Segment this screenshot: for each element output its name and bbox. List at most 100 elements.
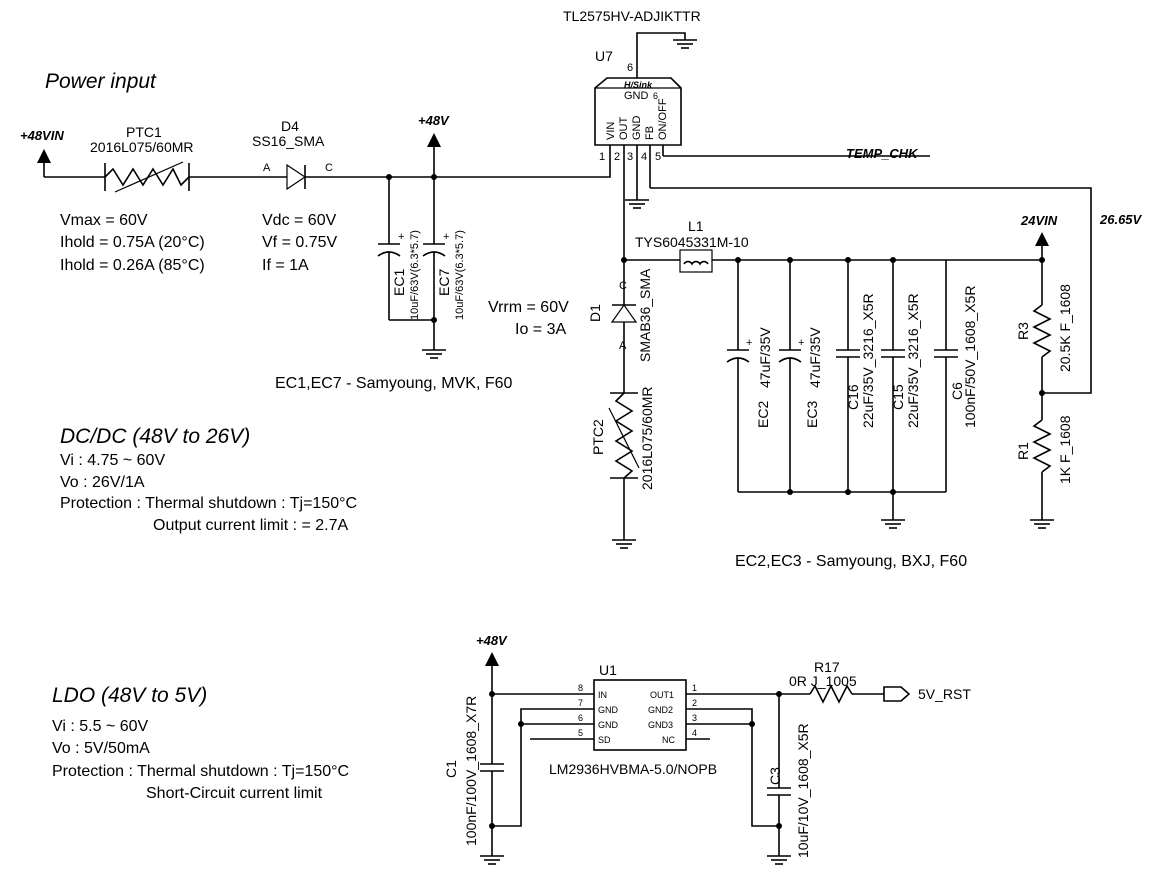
c15-value: 22uF/35V_3216_X5R <box>905 293 921 428</box>
ldo-note-vi: Vi : 5.5 ~ 60V <box>52 718 149 735</box>
d4-spec-if: If = 1A <box>262 257 309 274</box>
u1-pin-6-num: 6 <box>578 713 583 723</box>
net-label-48vin: +48VIN <box>20 128 64 143</box>
net-label-26v: 26.65V <box>1099 212 1143 227</box>
dcdc-note-vo: Vo : 26V/1A <box>60 474 145 491</box>
u7-pin-gnd: GND <box>631 116 643 141</box>
r17-value: 0R J_1005 <box>789 673 857 689</box>
d1-spec-vrrm: Vrrm = 60V <box>488 299 569 316</box>
ec7-plus: + <box>443 231 449 243</box>
r17-ref: R17 <box>814 659 840 675</box>
ground-c1 <box>480 855 504 865</box>
ptc1-spec-ihold-20: Ihold = 0.75A (20°C) <box>60 234 205 251</box>
ec3-plus: + <box>798 337 804 349</box>
c1-ref: C1 <box>443 760 459 778</box>
c16-capacitor <box>836 260 860 492</box>
c6-ref: C6 <box>949 382 965 400</box>
d4-ref: D4 <box>281 118 299 134</box>
d1-value: SMAB36_SMA <box>637 268 653 362</box>
u1-pin-gnd6: GND <box>598 720 619 730</box>
u1-pin-7-num: 7 <box>578 698 583 708</box>
u1-pin-5-num: 5 <box>578 728 583 738</box>
u7-ref: U7 <box>595 48 613 64</box>
ptc1-spec-ihold-85: Ihold = 0.26A (85°C) <box>60 257 205 274</box>
d4-value: SS16_SMA <box>252 133 325 149</box>
ground-output-caps <box>881 519 905 529</box>
c15-ref: C15 <box>890 384 906 410</box>
c3-value: 10uF/10V_1608_X5R <box>795 723 811 858</box>
u1-ref: U1 <box>599 662 617 678</box>
dcdc-note-protection: Protection : Thermal shutdown : Tj=150°C <box>60 495 357 512</box>
c6-value: 100nF/50V_1608_X5R <box>962 286 978 428</box>
u7-pin-2-num: 2 <box>614 151 620 163</box>
ground-ptc2 <box>612 539 636 549</box>
u1-pin-sd: SD <box>598 735 611 745</box>
wire-u1-gnd-right <box>686 708 779 827</box>
u7-pin-onoff: ON/OFF <box>657 98 669 140</box>
net-port-5v-rst <box>883 686 911 702</box>
r3-resistor <box>1032 304 1052 358</box>
u1-pin-2-num: 2 <box>692 698 697 708</box>
ec1-ref: EC1 <box>391 269 407 296</box>
ec1-capacitor <box>377 177 401 320</box>
u1-pin-gnd2: GND2 <box>648 705 673 715</box>
title-power-input: Power input <box>45 70 157 93</box>
ec7-capacitor <box>422 177 446 350</box>
d4-spec-vdc: Vdc = 60V <box>262 212 337 229</box>
ec3-capacitor <box>778 260 802 492</box>
u7-pin-vin: VIN <box>605 122 617 140</box>
ptc1-value: 2016L075/60MR <box>90 139 194 155</box>
ground-c3 <box>767 855 791 865</box>
u7-pin-3-num: 3 <box>627 151 633 163</box>
power-port-24vin <box>1035 232 1049 260</box>
d4-spec-vf: Vf = 0.75V <box>262 234 337 251</box>
dcdc-note-vi: Vi : 4.75 ~ 60V <box>60 452 165 469</box>
r1-ref: R1 <box>1015 442 1031 460</box>
wire-48v-rail <box>305 152 611 178</box>
u1-pin-1-num: 1 <box>692 683 697 693</box>
l1-value: TYS6045331M-10 <box>635 234 749 250</box>
c15-capacitor <box>881 260 905 492</box>
net-label-48v: +48V <box>418 113 450 128</box>
u1-pin-gnd7: GND <box>598 705 619 715</box>
u1-part-number: LM2936HVBMA-5.0/NOPB <box>549 761 717 777</box>
ptc2-value: 2016L075/60MR <box>639 386 655 490</box>
u7-part-number: TL2575HV-ADJIKTTR <box>563 8 701 24</box>
u1-pin-nc: NC <box>662 735 675 745</box>
title-dcdc: DC/DC (48V to 26V) <box>60 425 250 448</box>
ec1-ec7-note: EC1,EC7 - Samyoung, MVK, F60 <box>275 375 513 392</box>
net-label-24vin: 24VIN <box>1020 213 1058 228</box>
r3-value: 20.5K F_1608 <box>1057 284 1073 372</box>
u7-hsink-label: H/Sink <box>624 80 653 90</box>
d1-pin-a: A <box>619 340 627 352</box>
u1-pin-4-num: 4 <box>692 728 697 738</box>
power-port-48v <box>427 133 441 177</box>
r1-resistor <box>1032 419 1052 473</box>
d4-pin-a: A <box>263 162 271 174</box>
c1-value: 100nF/100V_1608_X7R <box>463 696 479 846</box>
u7-pin-out: OUT <box>618 117 630 141</box>
ec1-plus: + <box>398 231 404 243</box>
u7-gnd-label: GND <box>624 90 649 102</box>
u1-pin-out1: OUT1 <box>650 690 674 700</box>
u1-pin-8-num: 8 <box>578 683 583 693</box>
ldo-note-short-circuit: Short-Circuit current limit <box>146 785 323 802</box>
wire-u7-top-gnd <box>636 32 686 78</box>
u7-ic-body <box>594 77 682 146</box>
ec2-capacitor <box>726 260 750 492</box>
net-label-48v-ldo: +48V <box>476 633 508 648</box>
power-port-48vin <box>37 149 51 177</box>
ec1-value: 10uF/63V(6.3*5.7) <box>409 230 421 320</box>
ec2-ref: EC2 <box>755 401 771 428</box>
u1-pin-gnd3: GND3 <box>648 720 673 730</box>
c1-capacitor <box>480 694 504 856</box>
ptc2-ref: PTC2 <box>590 419 606 455</box>
d1-spec-io: Io = 3A <box>515 321 566 338</box>
ec2-plus: + <box>746 337 752 349</box>
power-port-48v-ldo <box>485 652 499 694</box>
ground-u7-top <box>673 39 697 49</box>
ec2-ec3-note: EC2,EC3 - Samyoung, BXJ, F60 <box>735 553 967 570</box>
d4-pin-c: C <box>325 162 333 174</box>
ec3-value: 47uF/35V <box>807 327 823 388</box>
